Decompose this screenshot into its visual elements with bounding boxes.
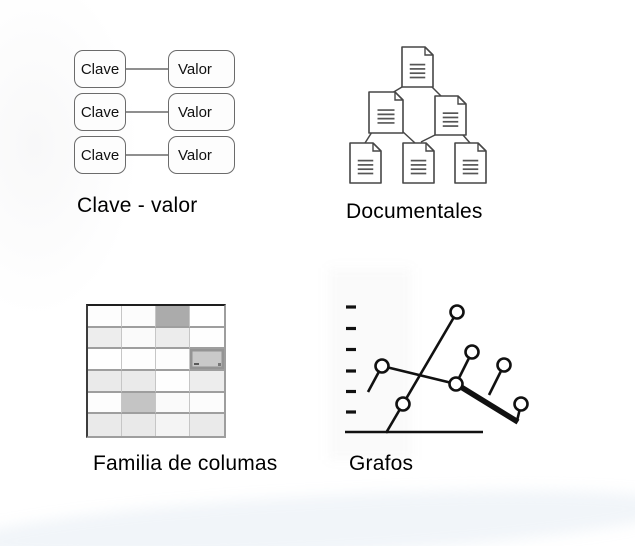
- grid-cell: [190, 392, 224, 415]
- folded-corner-icon: [372, 143, 381, 152]
- graphs-figure: [345, 304, 529, 434]
- grid-cell: [122, 327, 156, 350]
- key-value-pair: Clave Valor: [74, 136, 235, 174]
- connector-line: [126, 111, 168, 113]
- doc-connector-line: [364, 131, 373, 144]
- grid-cell: [122, 349, 156, 371]
- grid-cell: [190, 327, 224, 350]
- doc-connector-line: [462, 134, 471, 144]
- value-box: Valor: [168, 136, 235, 174]
- document-icon: [368, 91, 404, 134]
- graph-node: [374, 358, 390, 374]
- connector-line: [126, 154, 168, 156]
- graph-node: [395, 396, 411, 412]
- grid-cell: [156, 306, 190, 328]
- grid-cell: [190, 306, 224, 328]
- value-box: Valor: [168, 50, 235, 88]
- folded-corner-icon: [394, 92, 403, 101]
- grid-cell: [88, 306, 122, 328]
- graph-node: [448, 376, 464, 392]
- selection-mark: [218, 362, 221, 366]
- grid-cell: [122, 414, 156, 436]
- graph-node: [449, 304, 465, 320]
- selection-mark: [194, 362, 199, 365]
- key-box: Clave: [74, 136, 126, 174]
- graph-edge: [381, 364, 457, 386]
- document-icon: [401, 46, 434, 88]
- connector-line: [126, 68, 168, 70]
- grid-cell: [156, 349, 190, 371]
- column-family-label: Familia de columas: [93, 452, 278, 475]
- document-icon: [402, 142, 435, 184]
- grid-cell: [156, 392, 190, 415]
- value-box: Valor: [168, 93, 235, 131]
- document-icon: [454, 142, 487, 184]
- key-value-label: Clave - valor: [77, 194, 198, 217]
- grid-cell: [122, 306, 156, 328]
- grid-cell: [88, 349, 122, 371]
- key-value-pair: Clave Valor: [74, 50, 235, 88]
- grid-cell-selected: [190, 349, 224, 371]
- doc-connector-line: [401, 130, 416, 144]
- folded-corner-icon: [457, 96, 466, 105]
- documents-label: Documentales: [346, 200, 483, 223]
- documents-figure: [349, 46, 487, 184]
- grid-cell: [88, 392, 122, 415]
- grid-cell: [122, 370, 156, 393]
- graph-node: [464, 344, 480, 360]
- grid-cell: [88, 414, 122, 436]
- folded-corner-icon: [424, 47, 433, 56]
- graph-node: [496, 357, 512, 373]
- folded-corner-icon: [477, 143, 486, 152]
- grid-cell: [156, 414, 190, 436]
- graphs-label: Grafos: [349, 452, 414, 475]
- document-icon: [349, 142, 382, 184]
- column-family-grid: [86, 304, 226, 438]
- document-icon: [434, 95, 467, 136]
- grid-cell: [88, 327, 122, 350]
- graph-edge: [459, 384, 520, 425]
- grid-cell: [122, 392, 156, 415]
- grid-cell: [156, 370, 190, 393]
- graph-edge: [384, 311, 459, 434]
- key-box: Clave: [74, 50, 126, 88]
- graph-node: [513, 396, 529, 412]
- grid-cell: [156, 327, 190, 350]
- grid-cell: [88, 370, 122, 393]
- grid-cell: [190, 414, 224, 436]
- key-box: Clave: [74, 93, 126, 131]
- grid-cell: [190, 370, 224, 393]
- folded-corner-icon: [425, 143, 434, 152]
- watermark-swoosh: [0, 477, 635, 546]
- key-value-pair: Clave Valor: [74, 93, 235, 131]
